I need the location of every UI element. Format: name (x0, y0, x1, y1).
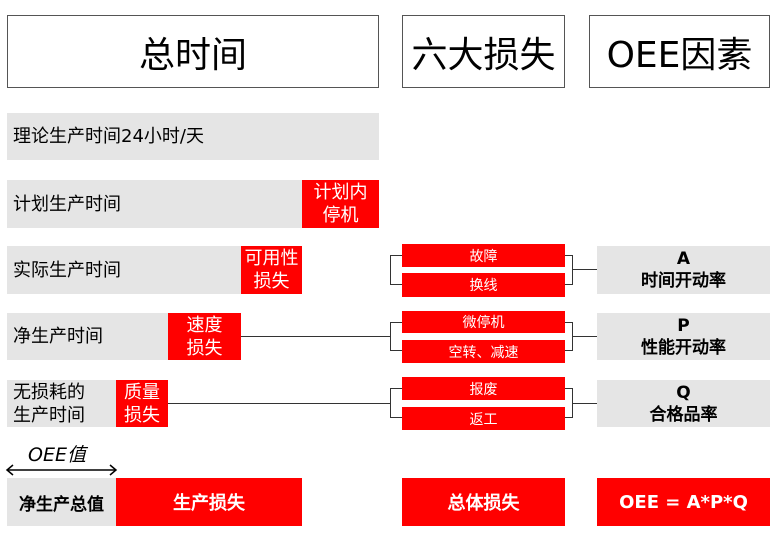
speed-loss-line2: 损失 (186, 337, 223, 359)
availability-loss-line1: 可用性 (244, 248, 299, 269)
loss-minor-stops: 微停机 (402, 311, 565, 333)
row-actual-time-label: 实际生产时间 (13, 259, 121, 281)
factor-quality-name: 合格品率 (649, 404, 718, 425)
loss-rework-label: 返工 (469, 411, 498, 428)
quality-loss-line1: 质量 (124, 381, 160, 403)
connector-performance (573, 336, 597, 337)
speed-loss: 速度 损失 (168, 313, 241, 360)
speed-loss-line1: 速度 (186, 314, 223, 336)
loss-idle-reduced-speed-label: 空转、减速 (448, 344, 519, 361)
factor-performance-name: 性能开动率 (641, 337, 726, 358)
quality-loss-connector (168, 403, 390, 404)
loss-breakdown-label: 故障 (469, 248, 498, 265)
factor-availability: A 时间开动率 (597, 246, 770, 294)
total-loss: 总体损失 (402, 478, 565, 526)
bracket-right-availability (565, 255, 573, 285)
loss-changeover-label: 换线 (469, 278, 498, 294)
loss-rework: 返工 (402, 407, 565, 430)
header-six-losses: 六大损失 (402, 15, 565, 88)
oee-formula-label: OEE = A*P*Q (619, 491, 748, 513)
header-oee-factors: OEE因素 (589, 15, 770, 88)
row-planned-time: 计划生产时间 (7, 180, 302, 228)
double-arrow-icon (5, 464, 118, 476)
loss-minor-stops-label: 微停机 (462, 315, 505, 331)
net-production-value-label: 净生产总值 (19, 494, 104, 515)
row-planned-time-label: 计划生产时间 (13, 193, 121, 215)
row-net-time-label: 净生产时间 (13, 326, 103, 347)
quality-loss: 质量 损失 (116, 380, 168, 427)
factor-availability-letter: A (676, 249, 691, 269)
planned-downtime-loss: 计划内 停机 (302, 180, 379, 228)
factor-performance-letter: P (677, 315, 690, 336)
row-theoretical-time: 理论生产时间24小时/天 (7, 113, 379, 160)
factor-performance: P 性能开动率 (597, 313, 770, 360)
planned-downtime-line2: 停机 (322, 205, 359, 226)
planned-downtime-line1: 计划内 (313, 182, 368, 203)
loss-breakdown: 故障 (402, 244, 565, 267)
loss-scrap-label: 报废 (469, 381, 498, 398)
bracket-left-performance (390, 322, 402, 351)
factor-quality-letter: Q (676, 382, 691, 403)
availability-loss-line2: 损失 (253, 271, 290, 292)
loss-changeover: 换线 (402, 273, 565, 297)
oee-value-label: OEE值 (28, 440, 108, 466)
header-oee-factors-label: OEE因素 (606, 34, 753, 76)
row-lossless-time: 无损耗的 生产时间 (7, 380, 116, 427)
header-total-time-label: 总时间 (138, 34, 247, 76)
production-loss: 生产损失 (116, 478, 302, 526)
factor-availability-name: 时间开动率 (641, 271, 726, 291)
production-loss-label: 生产损失 (173, 493, 245, 514)
bracket-left-availability (390, 255, 402, 285)
connector-quality (573, 403, 597, 404)
quality-loss-line2: 损失 (124, 404, 160, 426)
row-net-time: 净生产时间 (7, 313, 168, 360)
header-six-losses-label: 六大损失 (411, 34, 556, 76)
oee-value-text: OEE值 (28, 444, 86, 466)
bracket-right-performance (565, 322, 573, 351)
bracket-left-quality (390, 388, 402, 418)
speed-loss-connector (241, 336, 390, 337)
loss-scrap: 报废 (402, 377, 565, 400)
oee-formula: OEE = A*P*Q (597, 478, 770, 526)
row-lossless-line1: 无损耗的 (13, 381, 85, 403)
connector-availability (573, 269, 597, 270)
factor-quality: Q 合格品率 (597, 380, 770, 427)
net-production-value: 净生产总值 (7, 478, 116, 526)
row-lossless-line2: 生产时间 (13, 404, 85, 426)
row-actual-time: 实际生产时间 (7, 246, 241, 294)
row-theoretical-time-label: 理论生产时间24小时/天 (13, 126, 204, 147)
bracket-right-quality (565, 388, 573, 418)
total-loss-label: 总体损失 (447, 493, 520, 514)
loss-idle-reduced-speed: 空转、减速 (402, 340, 565, 363)
availability-loss: 可用性 损失 (241, 246, 302, 294)
header-total-time: 总时间 (7, 15, 379, 88)
